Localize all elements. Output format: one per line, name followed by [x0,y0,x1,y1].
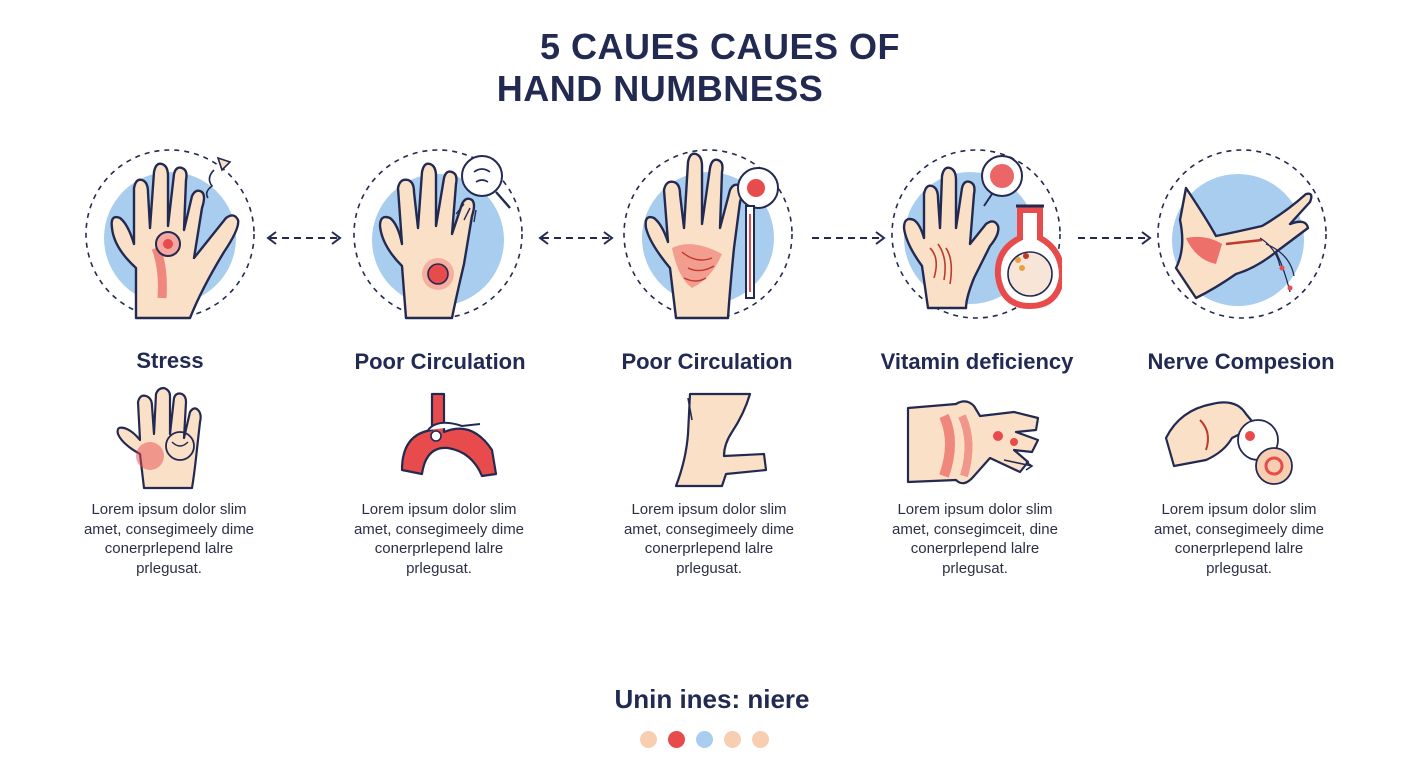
connector-arrow-3 [808,228,888,248]
desc-line: prlegusat. [136,559,202,577]
connector-arrow-2 [536,228,616,248]
cause-2-title: Poor Circulation [354,349,526,374]
forearm-icon [674,392,768,488]
dot-1[interactable] [639,731,657,748]
cause-4-small-illustration [904,396,1054,506]
cause-1-illustration [84,148,256,320]
wrist-inflammation-icon [906,400,1040,485]
cause-3-small-illustration [668,390,818,500]
desc-line: prlegusat. [406,559,472,577]
cause-3-description: Lorem ipsum dolor slim amet, consegimeel… [594,500,824,578]
title-line-2: HAND NUMBNESS [496,68,824,109]
page-title: 5 CAUES CAUES OF HAND NUMBNESS [0,26,1408,110]
desc-line: conerprlepend lalre [1174,540,1304,557]
cause-5-description: Lorem ipsum dolor slim amet, consegimeel… [1124,500,1354,578]
desc-line: amet, consegimceit, dine [892,520,1058,538]
dot-3[interactable] [695,731,713,748]
connector-arrow-1 [264,228,344,248]
cause-4-description: Lorem ipsum dolor slim amet, consegimcei… [860,500,1090,578]
desc-line: Lorem ipsum dolor slim [631,501,787,518]
vitamin-flask-icon [891,149,1062,319]
palm-redness-icon [116,386,202,490]
cause-3-title: Poor Circulation [621,349,793,374]
desc-line: Lorem ipsum dolor slim [1161,501,1317,518]
pagination-dots [0,731,1408,748]
cause-2-small-illustration [392,390,542,500]
desc-line: Lorem ipsum dolor slim [91,501,247,518]
title-line-1: 5 CAUES CAUES OF [539,26,901,67]
cause-1-description: Lorem ipsum dolor slim amet, consegimeel… [54,500,284,578]
cause-2-illustration [352,148,524,320]
nerve-wrist-icon [1157,149,1327,319]
cause-5-title: Nerve Compesion [1147,349,1335,374]
desc-line: prlegusat. [942,559,1008,577]
cause-5-small-illustration [1160,396,1310,506]
dot-4[interactable] [723,731,741,748]
cause-4-title: Vitamin deficiency [880,349,1074,374]
hand-nerve-icon [1164,401,1293,485]
cause-5-illustration [1156,148,1328,320]
footer-text: Unin ines: niere [614,684,810,714]
hand-redness-icon [623,149,793,320]
cause-4-illustration [890,148,1062,320]
desc-line: prlegusat. [676,559,742,577]
blood-vessel-icon [400,392,498,478]
connector-arrow-4 [1074,228,1154,248]
cause-3-illustration [622,148,794,320]
desc-line: conerprlepend lalre [644,540,774,557]
desc-line: Lorem ipsum dolor slim [897,501,1053,518]
cause-1-small-illustration [108,384,258,494]
desc-line: prlegusat. [1206,559,1272,577]
desc-line: amet, consegimeely dime [1153,520,1325,538]
dot-2[interactable] [667,731,685,748]
desc-line: amet, consegimeely dime [83,520,255,538]
cause-1-title: Stress [136,348,204,373]
hand-stress-icon [85,149,255,320]
desc-line: conerprlepend lalre [374,540,504,557]
desc-line: amet, consegimeely dime [623,520,795,538]
desc-line: conerprlepend lalre [104,540,234,557]
desc-line: amet, consegimeely dime [353,520,525,538]
cause-2-description: Lorem ipsum dolor slim amet, consegimeel… [324,500,554,578]
desc-line: conerprlepend lalre [910,540,1040,557]
hand-circulation-icon [353,149,523,320]
desc-line: Lorem ipsum dolor slim [361,501,517,518]
dot-5[interactable] [751,731,769,748]
